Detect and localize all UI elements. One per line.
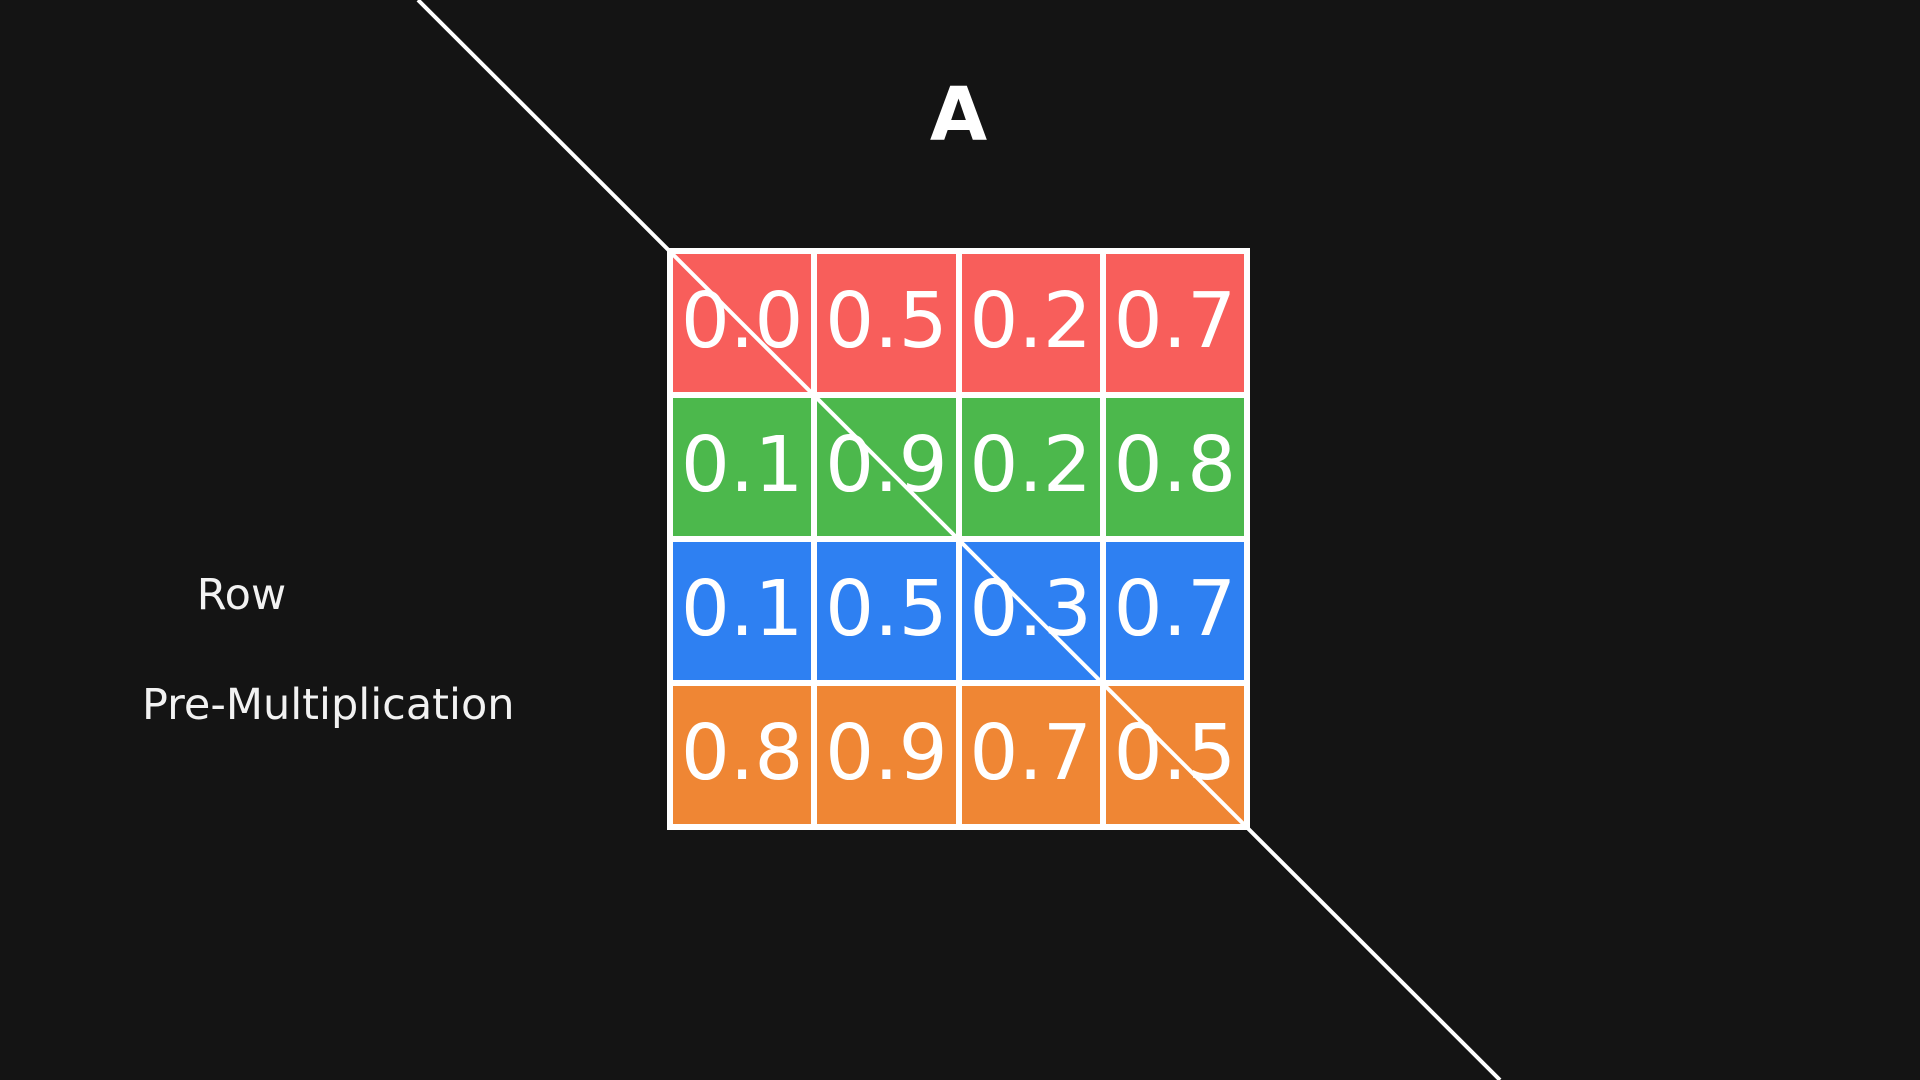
side-annotation-line-2: Pre-Multiplication <box>142 680 515 730</box>
side-annotation-line-1: Row <box>196 570 287 620</box>
matrix-cell-value: 0.7 <box>1113 564 1237 654</box>
matrix-cell: 0.7 <box>1105 254 1244 392</box>
matrix-cell: 0.2 <box>961 398 1100 536</box>
matrix-cell: 0.7 <box>1105 542 1244 680</box>
matrix-cell: 0.5 <box>817 254 956 392</box>
matrix-cell-value: 0.8 <box>680 708 804 798</box>
matrix-cell-value: 0.3 <box>969 564 1092 654</box>
matrix-cell-value: 0.8 <box>1113 420 1237 510</box>
matrix-cell: 0.8 <box>1105 398 1244 536</box>
matrix-cell-value: 0.7 <box>969 708 1092 798</box>
matrix-cell-value: 0.5 <box>825 564 948 654</box>
matrix-cell: 0.9 <box>817 686 956 824</box>
matrix-title: A <box>929 72 988 158</box>
matrix-cell: 0.3 <box>961 542 1100 680</box>
matrix-cell-value: 0.1 <box>680 420 804 510</box>
matrix-cell: 0.1 <box>673 398 812 536</box>
matrix-cell-value: 0.2 <box>969 420 1092 510</box>
matrix-cell-value: 0.0 <box>680 276 804 366</box>
matrix-cell-value: 0.9 <box>825 420 948 510</box>
matrix-cell-value: 0.5 <box>825 276 948 366</box>
matrix-cell: 0.2 <box>961 254 1100 392</box>
matrix-cell: 0.0 <box>673 254 812 392</box>
matrix-cell: 0.1 <box>673 542 812 680</box>
matrix-cell-value: 0.1 <box>680 564 804 654</box>
matrix-cell-value: 0.7 <box>1113 276 1237 366</box>
matrix-cell-value: 0.2 <box>969 276 1092 366</box>
matrix-cell-value: 0.5 <box>1113 708 1237 798</box>
matrix-cell: 0.5 <box>817 542 956 680</box>
matrix-cell: 0.7 <box>961 686 1100 824</box>
matrix-cell: 0.8 <box>673 686 812 824</box>
matrix-cell-value: 0.9 <box>825 708 948 798</box>
matrix-cell: 0.5 <box>1105 686 1244 824</box>
matrix-cell: 0.9 <box>817 398 956 536</box>
side-annotation-label: Row Pre-Multiplication <box>142 513 515 843</box>
